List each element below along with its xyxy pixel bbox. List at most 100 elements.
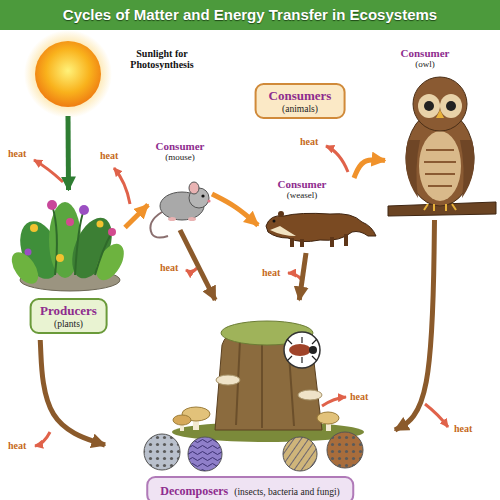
caption: Consumer(weasel) [264,178,340,200]
heat-label: heat [262,267,280,278]
mouse-figure [188,217,196,221]
mouse-figure [150,212,168,238]
label-box: Decomposers(insects, bacteria and fungi) [146,476,354,500]
weasel-figure [290,238,294,247]
mouse-figure [168,217,176,221]
owl-figure [388,77,496,216]
node-heading: Consumer [264,178,340,190]
matter-arrow [395,220,435,430]
decomposer-figure [144,434,180,470]
decomposer-figure [215,322,322,430]
label-box: Producers(plants) [29,298,108,334]
weasel-consumer: Consumer(weasel) [258,178,378,253]
heat-label: heat [160,262,178,273]
mouse-figure [207,199,210,202]
plant-figure [66,218,74,226]
connector-group [40,116,434,445]
owl-figure [418,94,440,118]
heat-label: heat [100,150,118,161]
node-subtext: (mouse) [140,152,220,162]
heat-arrow [425,404,448,427]
plant-figure [52,205,112,275]
title-bar: Cycles of Matter and Energy Transfer in … [0,0,500,30]
owl-figure [406,140,420,198]
heat-arrow [322,397,346,406]
heat-arrow [34,146,448,446]
owl-figure [413,77,467,131]
decomposer-figure [283,437,317,471]
consumer-box: Consumers(animals) [255,83,346,119]
node-heading: Consumer [140,140,220,152]
decomposer-figure [327,432,363,468]
owl-consumer: Consumer(owl) [385,45,495,220]
decomposer-figure [317,412,339,424]
weasel-figure [273,220,276,223]
sun-source: Sunlight for Photosynthesis [28,36,228,116]
heat-label: heat [8,148,26,159]
decomposer-figure [283,437,317,471]
owl-figure [424,101,434,111]
heat-label: heat [454,423,472,434]
caption: Sunlight for Photosynthesis [120,48,204,70]
weasel-figure [278,211,284,217]
node-subtext: (animals) [269,104,332,114]
node-heading: Consumers [269,88,332,104]
plant-figure [47,200,57,210]
decomposer-figure [327,432,363,468]
decomposer-figure [289,344,311,356]
plant-figure [108,228,116,236]
decomposer-figure [188,437,222,471]
node-subtext: (plants) [40,319,97,329]
weasel-figure [270,226,296,236]
owl-figure [424,150,456,186]
heat-arrow [35,432,50,446]
node-subtext: (weasel) [264,190,340,200]
mouse-figure [189,182,199,194]
owl-figure [440,94,462,118]
mouse-figure [201,194,204,197]
weasel-figure [330,237,334,247]
node-heading: Decomposers [160,484,228,499]
owl-figure [446,101,456,111]
heat-arrow [326,146,348,172]
decomposer-figure [216,375,240,385]
energy-arrow [66,116,72,190]
node-heading: Sunlight for Photosynthesis [120,48,204,70]
node-subtext: (owl) [385,59,465,69]
producer-group: Producers(plants) [12,190,125,340]
matter-arrow [299,253,306,300]
plant-figure [90,239,129,285]
matter-arrow [180,230,215,300]
sun-figure [24,30,112,118]
weasel-figure [344,234,348,246]
node-heading: Producers [40,303,97,319]
decomposer-figure [188,437,222,471]
sun-figure [24,30,112,118]
decomposer-figure [284,332,320,368]
mouse-consumer: Consumer(mouse) [148,140,212,230]
weasel-figure [300,239,304,247]
heat-arrow [186,268,197,272]
mouse-figure [150,182,210,238]
plant-figure [56,254,64,262]
food-arrow [354,160,385,178]
caption: Consumer(owl) [385,47,465,69]
sun-figure [35,41,101,107]
matter-arrow [40,340,105,445]
plant-figure [97,221,104,228]
heat-label: heat [350,391,368,402]
plant-figure [6,200,129,291]
decomposer-figure [144,434,180,470]
heat-label: heat [300,136,318,147]
owl-figure [419,131,461,201]
weasel-figure [266,211,376,247]
plant-figure [30,224,38,232]
owl-figure [424,204,456,211]
weasel-figure [266,213,376,241]
food-arrow [125,205,148,228]
decomposer-figure [173,415,191,425]
